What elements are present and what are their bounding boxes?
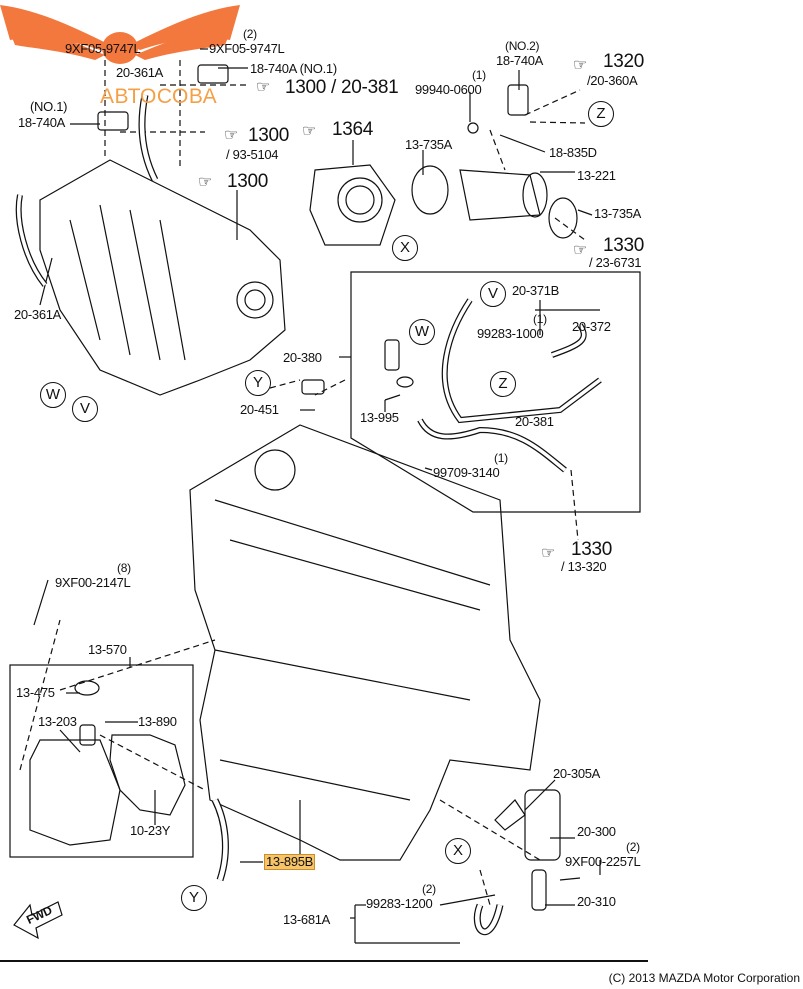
connector-w: W [40,382,66,408]
connector-y: Y [245,370,271,396]
pointing-hand-icon: ☞ [541,545,556,562]
qty-label: (2) [626,840,640,854]
connector-w: W [409,319,435,345]
section-ref[interactable]: 1330 [571,539,613,560]
section-ref-sub[interactable]: / 93-5104 [226,147,279,162]
part-label[interactable]: 18-740A [18,115,66,130]
part-label[interactable]: 9XF00-2257L [565,854,641,869]
connector-y: Y [181,885,207,911]
qty-label: (2) [243,27,257,41]
connector-z: Z [588,101,614,127]
section-ref[interactable]: 1330 [603,235,645,256]
qty-label: (1) [494,451,508,465]
part-label[interactable]: 13-681A [283,912,331,927]
part-label[interactable]: 18-740A [496,53,544,68]
fwd-arrow-icon [13,901,63,940]
part-label[interactable]: 13-570 [88,642,127,657]
part-label[interactable]: 20-361A [14,307,62,322]
part-label[interactable]: 99283-1200 [366,896,433,911]
part-label-highlighted[interactable]: 13-895B [264,854,316,870]
section-ref-sub[interactable]: / 23-6731 [589,255,642,270]
connector-v: V [480,281,506,307]
qty-label: (1) [533,312,547,326]
part-label[interactable]: 20-451 [240,402,279,417]
section-ref[interactable]: 1300 [248,125,290,146]
engine-block [189,424,541,861]
part-label[interactable]: 13-995 [360,410,399,425]
logo: АВТОСОВА [100,85,218,108]
pointing-hand-icon: ☞ [302,123,317,140]
part-label[interactable]: 9XF00-2147L [55,575,131,590]
part-label[interactable]: 20-380 [283,350,322,365]
section-ref[interactable]: 1300 / 20-381 [285,77,399,98]
oil-separator-box [9,664,229,882]
part-label[interactable]: 18-740A (NO.1) [250,61,337,76]
intake-manifold [15,64,286,396]
pointing-hand-icon: ☞ [198,174,213,191]
part-label[interactable]: 99283-1000 [477,326,544,341]
pointing-hand-icon: ☞ [256,79,271,96]
dashed-guides [19,50,586,906]
connector-x: X [445,838,471,864]
part-label[interactable]: 20-372 [572,319,611,334]
egr-assembly [473,789,581,936]
section-ref[interactable]: 1320 [603,51,645,72]
pointing-hand-icon: ☞ [573,57,588,74]
section-ref-sub[interactable]: / 13-320 [561,559,607,574]
copyright: (C) 2013 MAZDA Motor Corporation [608,971,800,985]
part-label[interactable]: 13-203 [38,714,77,729]
part-label[interactable]: 13-221 [577,168,616,183]
part-label[interactable]: 99709-3140 [433,465,500,480]
part-label[interactable]: 20-300 [577,824,616,839]
pcv-box [301,271,641,513]
part-label[interactable]: 9XF05-9747L [65,41,141,56]
leader-lines [33,48,601,944]
logo-wings [0,5,240,64]
part-label[interactable]: 9XF05-9747L [209,41,285,56]
qty-label: (NO.1) [30,99,68,114]
part-label[interactable]: 13-890 [138,714,177,729]
section-ref[interactable]: 1364 [332,119,374,140]
connector-v: V [72,396,98,422]
qty-label: (2) [422,882,436,896]
qty-label: (NO.2) [505,39,540,53]
part-label[interactable]: 99940-0600 [415,82,482,97]
qty-label: (1) [472,68,486,82]
pointing-hand-icon: ☞ [573,242,588,259]
pointing-hand-icon: ☞ [224,127,239,144]
part-label[interactable]: 20-371B [512,283,560,298]
part-label[interactable]: 13-735A [405,137,453,152]
part-label[interactable]: 20-361A [116,65,164,80]
part-label[interactable]: 20-381 [515,414,554,429]
part-label[interactable]: 10-23Y [130,823,171,838]
connector-z: Z [490,371,516,397]
connector-x: X [392,235,418,261]
part-label[interactable]: 13-475 [16,685,55,700]
section-ref-sub[interactable]: /20-360A [587,73,638,88]
section-ref[interactable]: 1300 [227,171,269,192]
part-label[interactable]: 20-310 [577,894,616,909]
part-label[interactable]: 20-305A [553,766,601,781]
part-label[interactable]: 18-835D [549,145,597,160]
part-label[interactable]: 13-735A [594,206,642,221]
qty-label: (8) [117,561,131,575]
throttle-and-air-hose [309,84,578,246]
